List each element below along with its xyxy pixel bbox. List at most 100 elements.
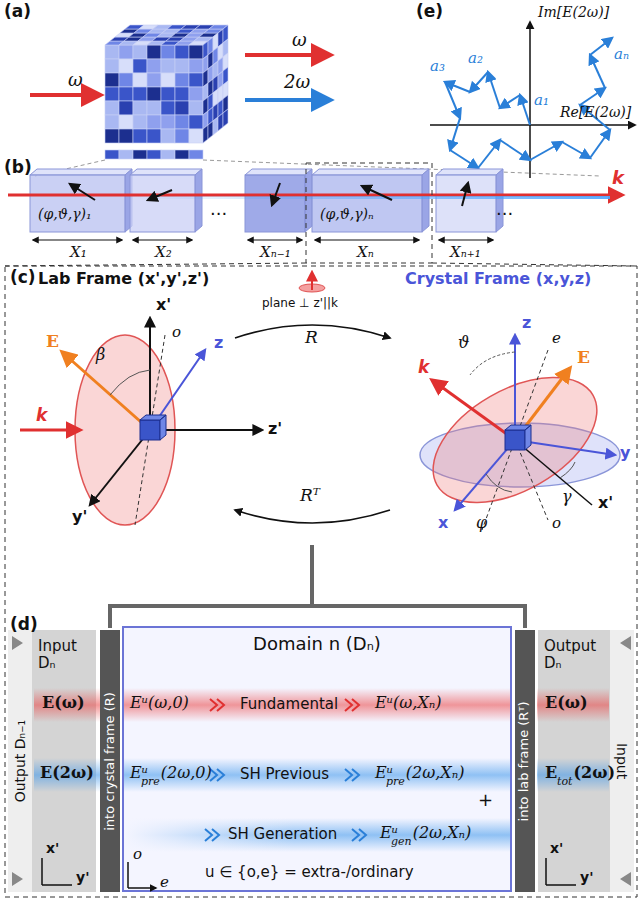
figure-label: e <box>552 330 561 347</box>
figure-label: Fundamental <box>240 696 338 713</box>
voxel <box>175 45 189 59</box>
domain-side <box>422 169 429 232</box>
figure-label: y' <box>72 508 87 526</box>
figure-label: o <box>552 515 561 532</box>
figure-label: ... <box>496 199 513 220</box>
voxel <box>189 115 203 129</box>
domain-block <box>130 175 195 232</box>
figure-label: Re[E(2ω)] <box>560 104 631 120</box>
figure-label: a₂ <box>468 50 483 67</box>
figure-label: (2ω,0) <box>161 764 212 782</box>
voxel <box>105 101 119 115</box>
voxel <box>223 109 228 127</box>
voxel <box>133 129 147 143</box>
domain-block <box>245 175 305 232</box>
voxel <box>175 59 189 73</box>
figure-label: z <box>522 314 531 332</box>
node-text: Output Dₙ₋₁ <box>12 720 28 802</box>
voxel <box>133 87 147 101</box>
transform-bar: into lab frame (Rᵀ) <box>515 630 535 892</box>
figure-label: aₙ <box>614 46 629 63</box>
dimension-line <box>33 239 122 240</box>
voxel <box>175 87 189 101</box>
voxel <box>119 101 133 115</box>
voxel <box>133 45 147 59</box>
voxel <box>161 73 175 87</box>
figure-label: k <box>418 358 429 378</box>
figure-label: (c) <box>10 268 36 288</box>
voxel <box>105 87 119 101</box>
dimension-line <box>248 239 302 240</box>
voxel <box>133 59 147 73</box>
voxel <box>161 59 175 73</box>
node-text: Output Dₙ <box>544 638 606 673</box>
figure-label: pre <box>386 776 405 789</box>
node-text: into lab frame (Rᵀ) <box>517 701 532 821</box>
voxel <box>147 129 161 143</box>
phasor-arrow <box>590 130 610 158</box>
voxel <box>147 73 161 87</box>
voxel <box>147 115 161 129</box>
voxel <box>189 150 203 159</box>
figure-label: plane ⊥ z'||k <box>262 297 338 311</box>
node-text: Input Dₙ <box>38 638 96 673</box>
figure-label: φ <box>476 514 487 532</box>
figure-label: β <box>96 346 105 364</box>
voxel <box>119 73 133 87</box>
dimension-line <box>439 239 493 240</box>
figure-label: e <box>160 874 169 891</box>
figure-label: (a) <box>4 2 31 22</box>
dimension-line <box>133 239 192 240</box>
figure-label: (d) <box>10 615 38 635</box>
voxel <box>175 129 189 143</box>
voxel <box>161 129 175 143</box>
voxel <box>147 59 161 73</box>
node-text: into crystal frame (R) <box>102 692 117 831</box>
orientation-arrow <box>70 184 95 200</box>
voxel <box>161 115 175 129</box>
voxel <box>105 59 119 73</box>
figure-label: Xₙ₊₁ <box>450 244 481 261</box>
figure-label: (e) <box>416 2 443 22</box>
figure-label: ... <box>210 199 227 220</box>
figure-label: E(ω) <box>42 694 85 712</box>
voxel <box>133 115 147 129</box>
figure-label: ω <box>68 70 83 91</box>
domain-block <box>436 175 496 232</box>
figure-label: x' <box>156 296 171 314</box>
figure-label: Crystal Frame (x,y,z) <box>405 270 591 288</box>
figure-label: γ <box>562 488 572 506</box>
figure-label: + <box>478 790 493 811</box>
voxel <box>175 115 189 129</box>
phasor-arrow <box>450 150 478 168</box>
figure-label: R <box>305 328 318 348</box>
figure-label: ϑ <box>458 334 469 352</box>
phasor-arrow <box>500 95 520 108</box>
figure-label: (2ω,Xₙ) <box>413 824 472 842</box>
figure-label: k <box>36 406 47 426</box>
voxel <box>189 87 203 101</box>
voxel <box>189 59 203 73</box>
voxel <box>161 150 175 159</box>
phasor-arrow <box>520 95 530 125</box>
voxel <box>119 45 133 59</box>
figure-label: (2ω,Xₙ) <box>406 764 465 782</box>
voxel <box>105 115 119 129</box>
voxel <box>218 113 223 131</box>
voxel <box>147 45 161 59</box>
phasor-arrow <box>562 142 590 158</box>
phasor-arrow <box>530 142 562 160</box>
figure-label: y' <box>76 869 89 885</box>
voxel <box>119 150 133 159</box>
phasor-arrow <box>590 55 605 88</box>
figure-label: a₃ <box>430 58 445 75</box>
voxel <box>203 125 208 143</box>
figure-label: k <box>612 168 624 189</box>
voxel <box>175 101 189 115</box>
voxel <box>213 117 218 135</box>
orientation-arrow <box>362 186 392 200</box>
orientation-arrow <box>272 183 280 205</box>
figure-label: E <box>577 348 590 368</box>
voxel <box>147 150 161 159</box>
figure-label: E <box>46 332 59 352</box>
